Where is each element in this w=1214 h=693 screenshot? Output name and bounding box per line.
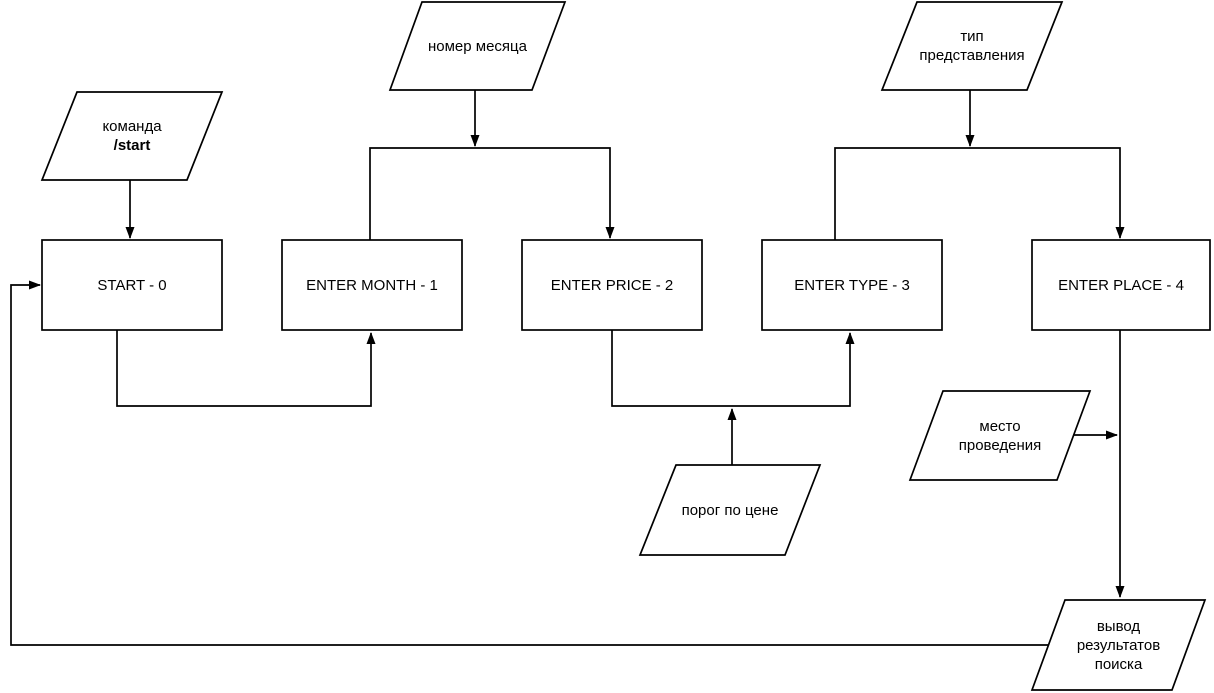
node-search-output-shape: [1030, 599, 1207, 691]
node-state-place-shape: [1031, 239, 1211, 331]
edge-start0-to-entermonth: [116, 330, 376, 407]
node-state-price-shape: [521, 239, 703, 331]
edge-enterprice-to-entertype: [611, 330, 855, 407]
node-price-threshold-shape: [638, 464, 822, 556]
edge-output-loop-to-start0: [10, 280, 1049, 646]
node-view-type-shape: [880, 1, 1064, 91]
edge-month-split-branch: [369, 147, 615, 240]
edge-type-split-branch: [834, 147, 1125, 240]
node-state-start-shape: [41, 239, 223, 331]
node-cmd-start-shape: [40, 91, 224, 181]
node-state-month-shape: [281, 239, 463, 331]
node-state-type-shape: [761, 239, 943, 331]
node-venue-shape: [908, 390, 1092, 481]
node-month-number-shape: [388, 1, 567, 91]
